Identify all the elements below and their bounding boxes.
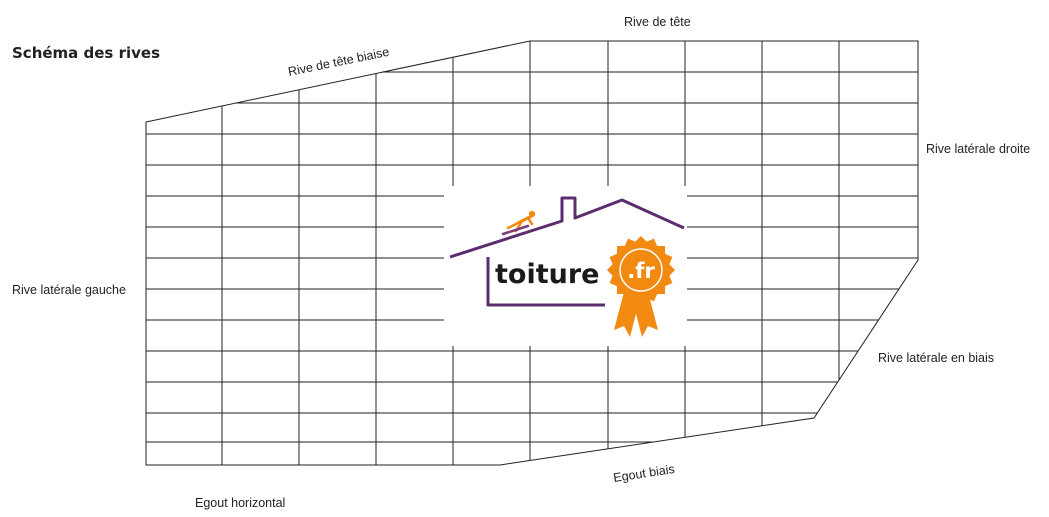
toiture-logo: toiture .fr bbox=[444, 186, 687, 346]
roofer-icon bbox=[501, 210, 536, 236]
label-rive-de-tete: Rive de tête bbox=[624, 15, 691, 29]
label-egout-horizontal: Egout horizontal bbox=[195, 496, 285, 510]
house-outline-icon bbox=[449, 196, 685, 307]
logo-word: toiture bbox=[495, 259, 599, 290]
label-rive-laterale-en-biais: Rive latérale en biais bbox=[878, 351, 994, 365]
award-badge-icon: .fr bbox=[607, 236, 675, 337]
diagram-title: Schéma des rives bbox=[12, 44, 160, 62]
roof-outline bbox=[145, 40, 919, 466]
label-egout-biais: Egout biais bbox=[612, 462, 675, 485]
logo-tld: .fr bbox=[627, 259, 655, 283]
label-rive-laterale-gauche: Rive latérale gauche bbox=[12, 283, 126, 297]
label-rive-laterale-droite: Rive latérale droite bbox=[926, 142, 1030, 156]
